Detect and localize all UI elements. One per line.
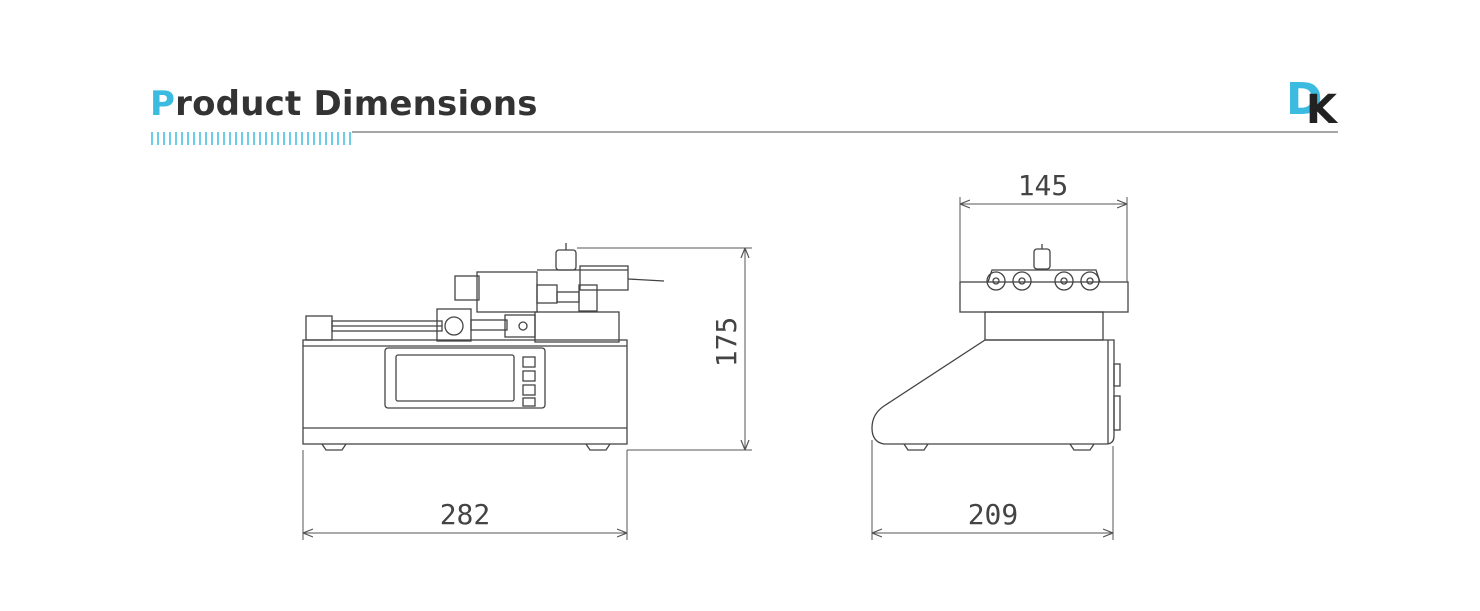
front-display-frame [384,347,546,409]
side-dimensions [871,197,1128,540]
brand-logo: D K [1286,78,1342,132]
side-mount-block [984,311,1104,341]
front-button-2 [522,370,536,382]
front-foot-right [585,443,611,451]
front-clamp [504,314,536,338]
front-body [302,339,628,445]
side-connector-1 [1113,363,1121,387]
front-dimensions [302,247,752,540]
front-syringe-barrel [454,275,480,301]
front-end-block [305,315,333,341]
side-roller-4 [1080,271,1100,291]
front-syringe-body [579,265,629,291]
side-top-knob [1033,248,1051,270]
side-top-platform [959,281,1129,313]
front-syringe-holder [476,271,538,313]
front-top-knob [555,249,577,271]
front-button-3 [522,384,536,396]
page-title-rest: roduct Dimensions [175,84,538,124]
side-top-width-label: 145 [1018,169,1069,202]
front-foot-left [321,443,347,451]
side-base-width-label: 209 [968,498,1019,531]
side-connector-2 [1113,395,1121,431]
front-width-label: 282 [440,498,491,531]
header-tick-decoration [151,132,351,145]
front-needle [627,278,665,282]
side-foot-left [903,443,929,451]
side-view [871,244,1129,451]
front-knob [444,316,464,336]
side-body [871,339,1115,445]
side-roller-2 [1012,271,1032,291]
side-roller-3 [1054,271,1074,291]
front-button-1 [522,356,536,368]
page-title-initial: P [150,84,176,124]
page-title: Product Dimensions [150,84,538,124]
side-foot-right [1069,443,1095,451]
front-view [302,243,665,451]
logo-letter-k: K [1306,87,1337,133]
front-display-screen [395,354,515,402]
logo-letter-d: D [1286,74,1323,125]
front-height-label: 175 [710,317,743,368]
side-roller-1 [986,271,1006,291]
front-button-4 [522,397,536,407]
